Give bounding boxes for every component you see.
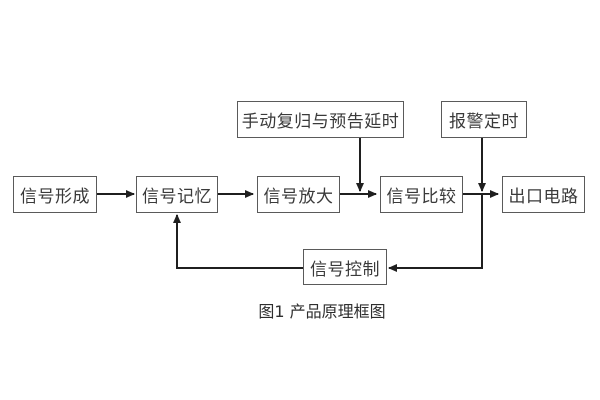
arrow-junction-to-control (388, 194, 483, 272)
diagram-caption: 图1 产品原理框图 (258, 302, 386, 321)
node-signal-comparison: 信号比较 (380, 176, 463, 213)
node-signal-formation: 信号形成 (13, 176, 97, 213)
node-signal-control: 信号控制 (303, 249, 387, 285)
node-signal-amplification: 信号放大 (257, 176, 340, 213)
node-signal-memory: 信号记忆 (136, 176, 218, 213)
node-manual-reset-and-prewarning-delay: 手动复归与预告延时 (237, 101, 404, 138)
node-output-circuit: 出口电路 (502, 176, 585, 213)
arrow-control-to-memory (173, 214, 303, 269)
node-alarm-timing: 报警定时 (441, 101, 527, 138)
